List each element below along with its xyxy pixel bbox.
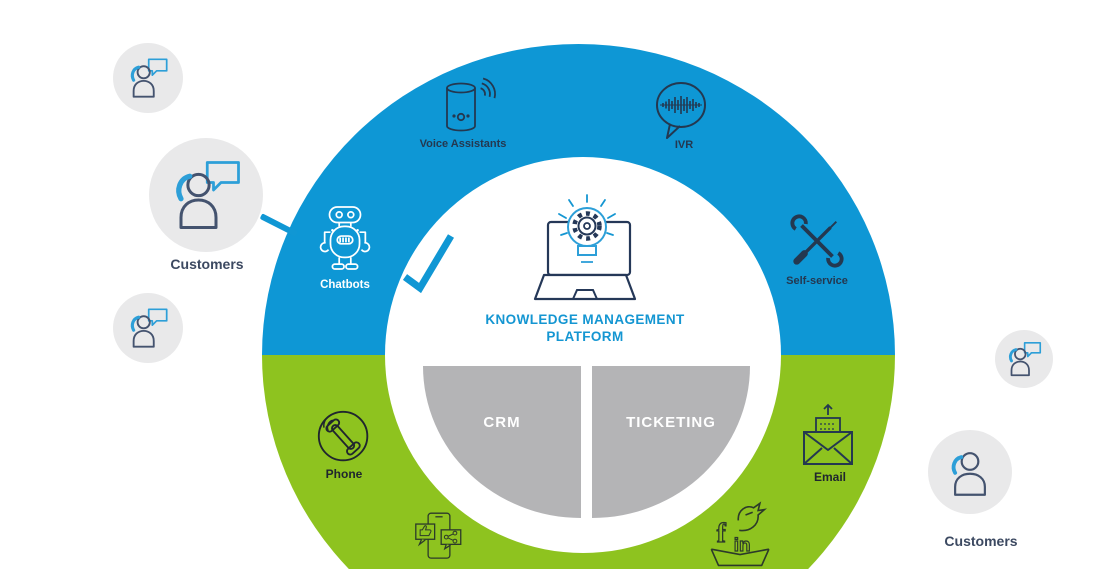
customer-circle-large-left bbox=[149, 138, 263, 252]
customers-left-label: Customers bbox=[170, 256, 244, 272]
customer-circle-small-right bbox=[995, 330, 1053, 388]
voice-assistants-label: Voice Assistants bbox=[419, 138, 507, 150]
person-on-phone-icon bbox=[951, 452, 986, 496]
ticketing-label: TICKETING bbox=[626, 414, 716, 431]
person-on-phone-icon bbox=[1008, 341, 1042, 377]
customer-circle-small-bottom-left bbox=[113, 293, 183, 363]
platform-title-line2: PLATFORM bbox=[546, 329, 624, 344]
person-on-phone-icon bbox=[130, 58, 168, 98]
customers-right-label: Customers bbox=[944, 533, 1018, 549]
robot-icon bbox=[319, 206, 371, 270]
phone-label: Phone bbox=[325, 467, 363, 481]
self-service-label: Self-service bbox=[786, 275, 848, 287]
speech-bubble-waveform-icon bbox=[656, 82, 706, 139]
customer-circle-small-top-left bbox=[113, 43, 183, 113]
smart-speaker-wifi-icon bbox=[446, 77, 496, 132]
svg-text:f: f bbox=[717, 518, 727, 548]
email-label: Email bbox=[813, 470, 846, 484]
platform-title: KNOWLEDGE MANAGEMENT PLATFORM bbox=[455, 311, 715, 345]
ivr-label: IVR bbox=[674, 139, 694, 151]
crm-label: CRM bbox=[483, 414, 521, 431]
check-icon bbox=[402, 234, 455, 294]
person-on-phone-icon bbox=[176, 161, 240, 229]
envelope-outgoing-letter-icon bbox=[803, 403, 853, 465]
person-on-phone-icon bbox=[130, 308, 168, 348]
customer-circle-large-right bbox=[928, 430, 1012, 514]
platform-title-line1: KNOWLEDGE MANAGEMENT bbox=[485, 312, 685, 327]
social-networks-box-icon: f in bbox=[710, 501, 770, 567]
telephone-handset-circle-icon bbox=[317, 410, 369, 462]
mobile-like-share-icon bbox=[415, 512, 462, 559]
laptop-lightbulb-gear-icon bbox=[533, 194, 637, 301]
chatbots-label: Chatbots bbox=[320, 279, 370, 291]
wrench-screwdriver-icon bbox=[790, 214, 844, 268]
svg-text:in: in bbox=[734, 535, 751, 556]
